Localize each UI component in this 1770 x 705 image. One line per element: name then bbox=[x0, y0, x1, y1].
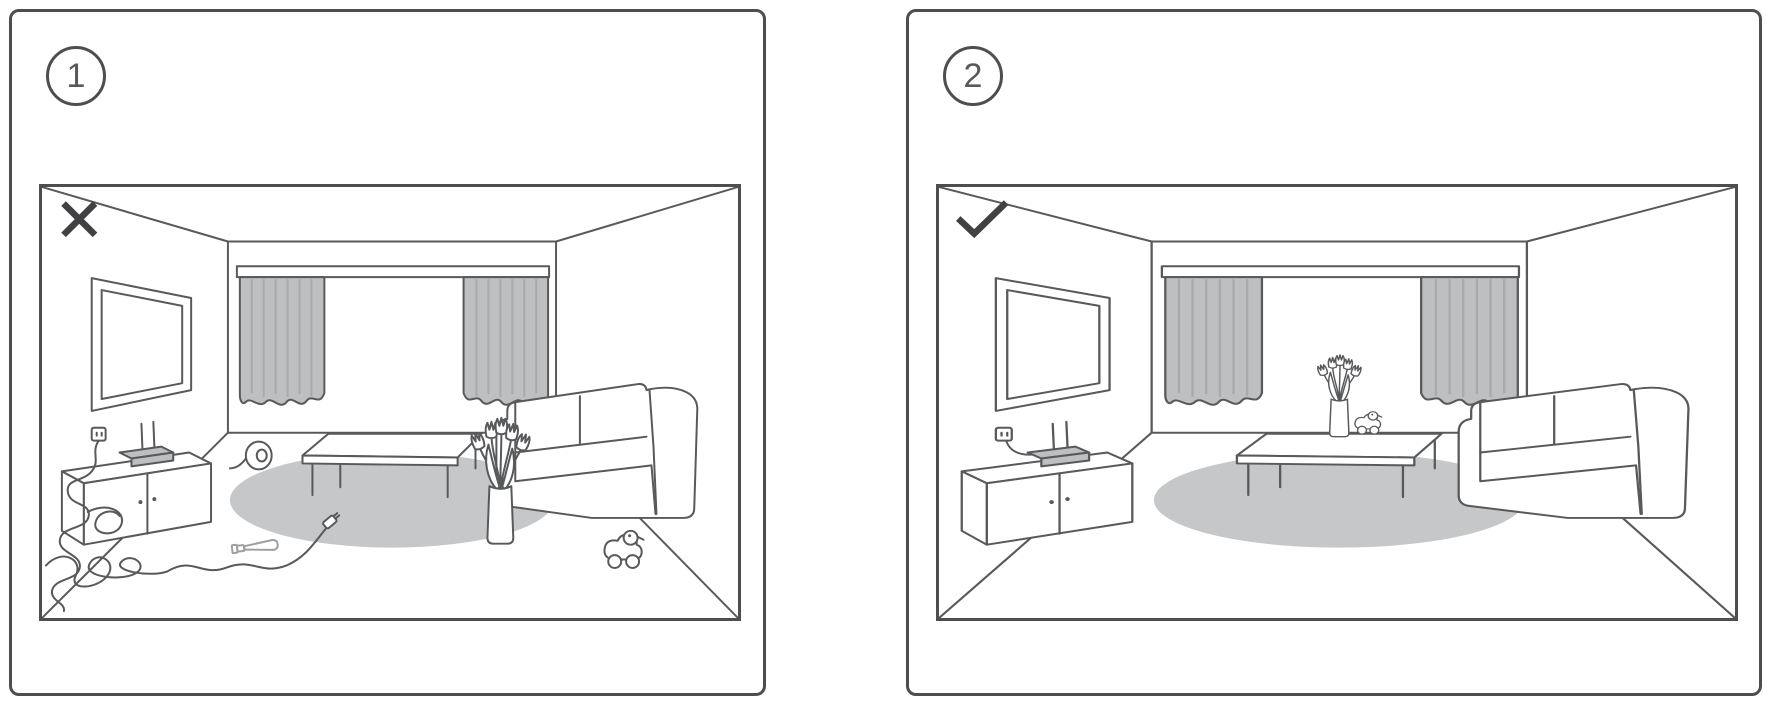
cross-icon bbox=[66, 206, 93, 233]
illustration-frame bbox=[39, 184, 741, 621]
neat-cable bbox=[1006, 441, 1032, 455]
panel-step-2: 2 bbox=[906, 9, 1762, 696]
room-illustration-tidy bbox=[939, 187, 1735, 618]
tangled-cables bbox=[46, 441, 343, 611]
step-number-circle: 1 bbox=[46, 46, 106, 106]
room-illustration-messy bbox=[42, 187, 738, 618]
check-icon bbox=[961, 205, 1004, 234]
step-number: 1 bbox=[66, 56, 86, 95]
illustration-frame bbox=[936, 184, 1738, 621]
step-number: 2 bbox=[963, 56, 983, 95]
step-number-circle: 2 bbox=[943, 46, 1003, 106]
panel-step-1: 1 bbox=[9, 9, 766, 696]
